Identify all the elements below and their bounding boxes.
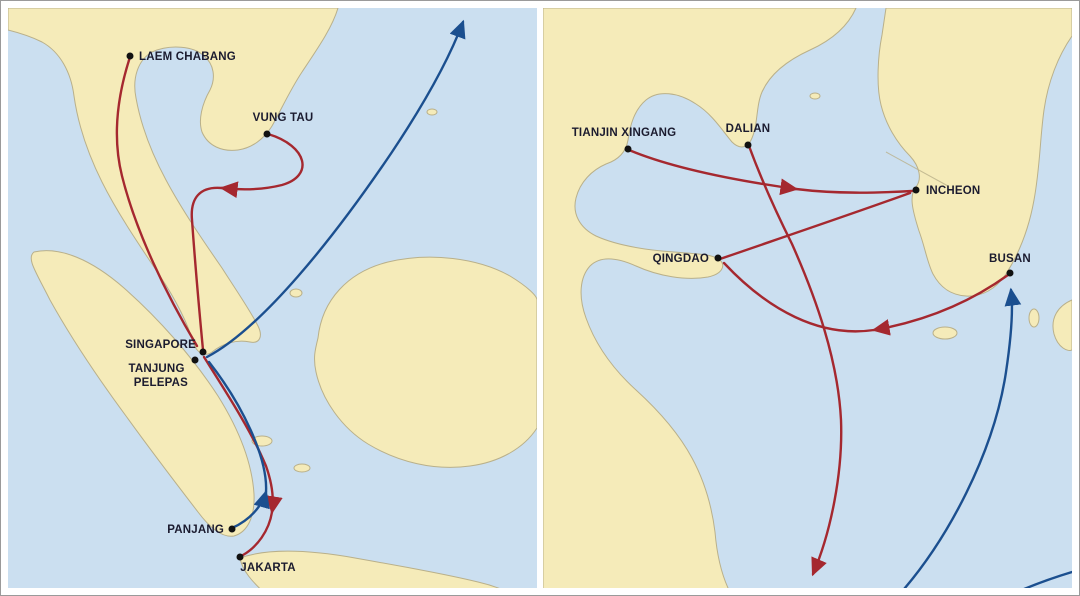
port-dot-qingdao [714,254,722,262]
landmass-java [239,550,500,588]
route-blue-north-singapore [207,360,268,494]
route-red-laemchabang-singapore [115,55,199,348]
right-panel-map: TIANJIN XINGANG DALIAN INCHEON QINGDAO B… [543,8,1072,588]
island-tsushima [1028,308,1040,328]
route-red-east-incheon [794,187,914,194]
port-dot-jakarta [236,553,244,561]
left-panel-map: LAEM CHABANG VUNG TAU SINGAPORE TANJUNG … [8,8,537,588]
right-port-dots [624,141,1014,277]
left-red-routes [115,55,304,557]
route-red-busan-west [871,273,1010,336]
left-blue-routes [205,19,466,530]
route-blue-corner-continuation [1023,570,1072,588]
route-red-south-jakarta [241,510,274,557]
landmass-borneo [314,256,537,468]
small-island [426,108,438,116]
port-label-singapore: SINGAPORE [125,339,196,351]
port-label-busan: BUSAN [989,253,1031,265]
port-dot-busan [1006,269,1014,277]
korea-inner-border [885,151,949,187]
port-label-qingdao: QINGDAO [653,253,709,265]
small-island [289,288,303,298]
port-dot-laem-chabang [126,52,134,60]
port-label-jakarta: JAKARTA [240,562,296,574]
port-label-laem-chabang: LAEM CHABANG [139,51,236,63]
right-blue-routes [903,287,1072,588]
port-label-vung-tau: VUNG TAU [253,112,314,124]
port-dot-vung-tau [263,130,271,138]
small-island [293,463,311,473]
port-dot-tanjung-pelepas [191,356,199,364]
port-label-panjang: PANJANG [167,524,224,536]
landmass-indochina-malay-peninsula [8,8,339,355]
port-label-tanjung-pelepas: TANJUNG PELEPAS [128,363,188,389]
small-island [809,92,821,100]
right-red-routes [627,144,1010,577]
landmass-sumatra [30,250,255,537]
route-blue-south-busan [903,287,1022,588]
port-label-incheon: INCHEON [926,185,980,197]
route-red-dalian-south [747,144,843,577]
left-port-labels: LAEM CHABANG VUNG TAU SINGAPORE TANJUNG … [125,51,313,574]
landmass-korea [877,8,1072,297]
route-red-vungtau-loop [219,132,304,199]
route-red-vungtau-singapore [190,186,224,352]
port-dot-tianjin-xingang [624,145,632,153]
island-jeju [932,326,958,340]
right-port-labels: TIANJIN XINGANG DALIAN INCHEON QINGDAO B… [572,123,1031,265]
port-dot-incheon [912,186,920,194]
panel-divider [537,8,543,588]
route-blue-panjang-north [230,489,270,530]
route-red-tianjin-east [627,148,799,196]
route-red-qingdao-incheon [718,191,912,261]
port-dot-dalian [744,141,752,149]
port-label-tianjin-xingang: TIANJIN XINGANG [572,127,677,139]
port-dot-singapore [199,348,207,356]
route-red-west-qingdao [722,261,876,333]
island-kyushu-edge [1052,299,1072,351]
left-port-dots [126,52,271,561]
route-blue-singapore-northeast [205,19,466,359]
port-label-dalian: DALIAN [726,123,771,135]
port-dot-panjang [228,525,236,533]
